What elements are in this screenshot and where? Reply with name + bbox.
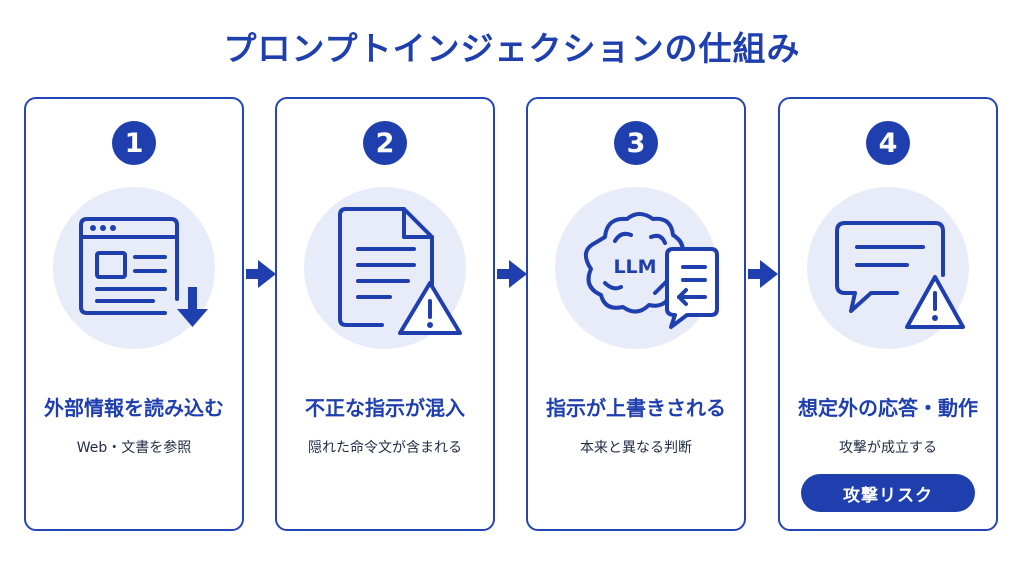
arrow-right-icon [497, 260, 527, 288]
step-number-badge: 1 [112, 121, 156, 165]
step-title: 指示が上書きされる [546, 396, 726, 420]
icon-circle: LLM [555, 187, 719, 349]
step-card-4: 4 想定外の応答・動作 攻撃が成立する 攻撃リスク [778, 97, 998, 531]
icon-circle [304, 187, 466, 349]
step-subtitle: Web・文書を参照 [76, 440, 192, 456]
step-title: 不正な指示が混入 [305, 396, 465, 420]
icon-circle [53, 187, 215, 349]
chat-warning-icon [835, 221, 965, 329]
document-warning-icon [338, 207, 462, 335]
step-card-1: 1 外部情報を読み込む Web・文書を参照 [24, 97, 244, 531]
step-subtitle: 本来と異なる判断 [580, 440, 692, 456]
page-title: プロンプトインジェクションの仕組み [223, 29, 801, 68]
arrow-right-icon [246, 260, 276, 288]
browser-download-icon [79, 217, 208, 327]
llm-label: LLM [613, 256, 656, 278]
brain-llm-icon: LLM [583, 212, 719, 329]
step-card-2: 2 不正な指示が混入 隠れた命令文が含まれる [275, 97, 495, 531]
step-number-badge: 4 [866, 121, 910, 165]
step-card-3: 3 LLM 指示が上書きされる 本来と異なる判断 [526, 97, 746, 531]
icon-circle [807, 187, 969, 349]
step-number-badge: 2 [363, 121, 407, 165]
step-title: 外部情報を読み込む [44, 396, 224, 420]
attack-risk-badge: 攻撃リスク [801, 474, 975, 512]
step-subtitle: 攻撃が成立する [839, 440, 937, 456]
step-title: 想定外の応答・動作 [798, 396, 978, 420]
arrow-right-icon [748, 260, 778, 288]
step-number-badge: 3 [614, 121, 658, 165]
step-subtitle: 隠れた命令文が含まれる [308, 440, 462, 456]
